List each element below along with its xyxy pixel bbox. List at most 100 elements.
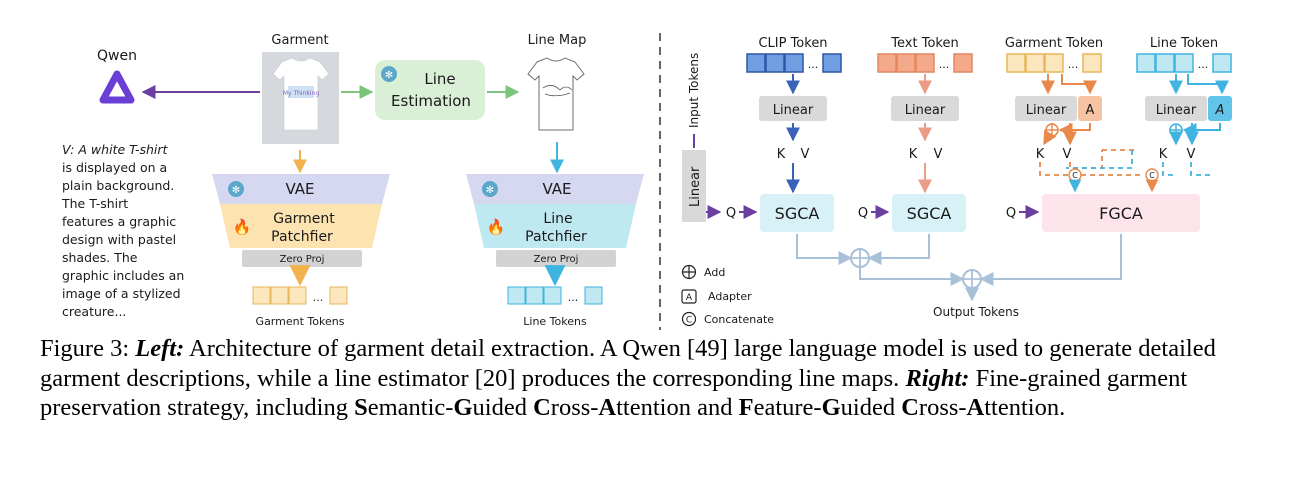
svg-text:C: C [686,316,692,326]
text-k-label: K [909,147,918,162]
clip-linear-label: Linear [773,103,814,118]
caption-term-rest: ttention. [984,394,1066,421]
caption-term-initial: F [738,394,754,421]
arrow-garment-to-adapter [1061,74,1097,95]
line-estimation-box [375,60,485,120]
description-line: creature... [62,304,126,319]
snowflake-icon: ✻ [228,181,244,197]
description-line: shades. The [62,250,138,265]
line-vae-block [466,174,644,204]
legend-adapter-icon: A [681,289,697,304]
line-token-row: ... [507,286,603,305]
caption-prefix: Figure 3: [40,335,136,362]
line-add-node [1169,123,1183,137]
legend-adapter-label: Adapter [708,290,752,303]
qwen-label: Qwen [97,48,137,64]
caption-term-initial: A [966,394,985,421]
output-tokens-label: Output Tokens [933,305,1019,319]
clip-token-label: CLIP Token [758,36,827,51]
arrow-garment-adapter-to-add [1058,123,1091,137]
clip-k-label: K [777,147,786,162]
arrow-sgca1-to-add [796,234,853,265]
line-linear-label: Linear [1156,103,1197,118]
fire-icon: 🔥 [487,218,506,236]
linear-vertical-box [682,150,706,222]
caption-term-rest: ross- [918,394,967,421]
clip-linear-box [759,96,827,121]
garment-adapter-label: A [1086,103,1095,118]
text-linear-label: Linear [905,103,946,118]
description-line: plain background. [62,178,174,193]
line-patchifier-label-1: Line [543,211,572,227]
garment-patchifier-label-2: Patchfier [271,229,333,245]
garment-tokens-label: Garment Tokens [256,315,345,328]
svg-text:✻: ✻ [385,70,393,81]
output-add-node-2 [962,269,982,289]
clip-token-row: ... [746,53,842,73]
garment-token-row-right: ... [1006,53,1102,73]
sgca-label-2: SGCA [907,204,952,223]
line-v-label: V [1187,147,1196,162]
line-map-image [527,57,585,131]
caption-term-rest: emantic- [367,394,454,421]
caption-term-initial: S [354,394,368,421]
line-map-label: Line Map [528,33,587,48]
description-line: design with pastel [62,232,176,247]
line-patchifier-label-2: Patchfier [525,229,587,245]
garment-zero-proj [242,250,362,267]
caption-right-label: Right: [905,364,970,392]
caption-right-text: Fine-grained garment preservation strate… [40,364,1188,422]
caption-term-rest: uided [840,394,902,421]
line-estimation-title-2: Estimation [391,92,471,110]
garment-photo: My Thinking [262,52,339,144]
text-token-row: ... [877,53,973,73]
sgca-box-2 [892,194,966,232]
line-linear-box [1145,96,1207,121]
line-token-row-right: ... [1136,53,1232,73]
line-tokens-label: Line Tokens [523,315,587,328]
garment-patchifier-block [220,204,382,248]
svg-text:✻: ✻ [232,185,240,196]
caption-term-initial: G [821,394,841,421]
clip-v-label: V [801,147,810,162]
sgca-label-1: SGCA [775,204,820,223]
fgca-box [1042,194,1200,232]
arrow-sgca2-to-add [867,234,930,265]
text-token-label: Text Token [890,36,958,51]
q-label-2: Q [858,206,868,221]
garment-vae-label: VAE [285,180,314,198]
line-token-label: Line Token [1150,36,1218,51]
garment-label: Garment [271,33,328,48]
concat-node-k: C [1068,168,1082,182]
garment-k-label: K [1036,147,1045,162]
description-line: The T-shirt [61,196,128,211]
svg-text:...: ... [1198,58,1209,71]
legend: Add A Adapter C Concatenate [681,264,774,327]
line-k-label: K [1159,147,1168,162]
caption-term-rest: eature- [753,394,822,421]
caption-term-rest: uided [472,394,534,421]
fgca-label: FGCA [1099,204,1143,223]
output-add-node-1 [850,248,870,268]
garment-adapter-box [1078,96,1102,121]
legend-concat-icon: C [681,311,697,327]
svg-text:C: C [1149,171,1155,180]
caption-term-initial: C [533,394,551,421]
caption-term-initial: C [901,394,919,421]
garment-token-row: ... [252,286,348,305]
garment-linear-box [1015,96,1077,121]
sgca-box-1 [760,194,834,232]
concat-node-v: C [1145,168,1159,182]
garment-add-node [1045,123,1059,137]
arrow-line-to-adapter [1187,74,1229,95]
line-zero-proj-label: Zero Proj [534,254,579,265]
svg-text:...: ... [313,291,324,304]
caption-left-text: Architecture of garment detail extractio… [40,335,1216,392]
svg-text:✻: ✻ [486,185,494,196]
svg-text:...: ... [808,58,819,71]
svg-text:C: C [1072,171,1078,180]
garment-linear-label: Linear [1026,103,1067,118]
description-line: is displayed on a [62,160,167,175]
